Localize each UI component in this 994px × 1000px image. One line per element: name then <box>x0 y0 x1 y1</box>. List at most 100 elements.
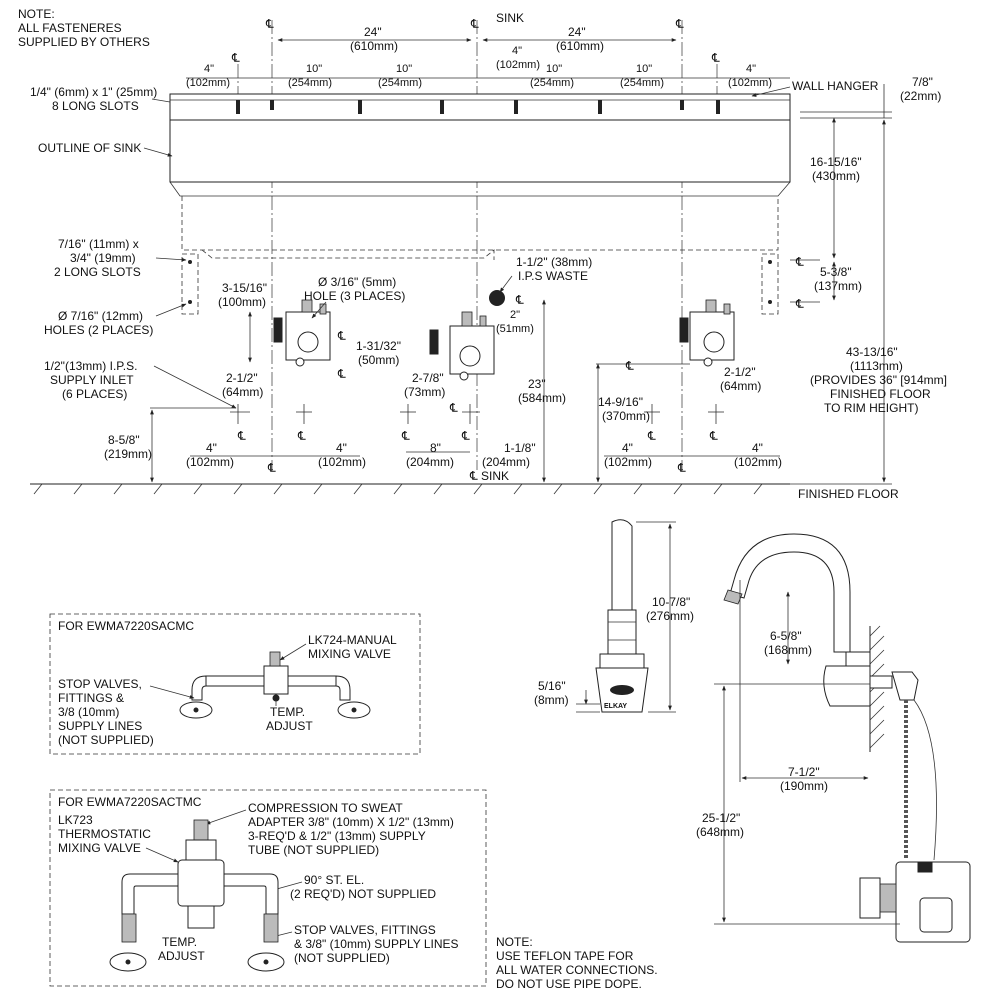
svg-text:2-1/2": 2-1/2" <box>724 365 756 379</box>
svg-text:(100mm): (100mm) <box>218 295 266 309</box>
svg-text:℄: ℄ <box>401 429 410 443</box>
svg-text:(190mm): (190mm) <box>780 779 828 793</box>
supply-inlets <box>230 404 724 424</box>
svg-text:WALL HANGER: WALL HANGER <box>792 79 879 93</box>
svg-text:& 3/8" (10mm) SUPPLY LINES: & 3/8" (10mm) SUPPLY LINES <box>294 937 459 951</box>
svg-text:COMPRESSION TO SWEAT: COMPRESSION TO SWEAT <box>248 801 403 815</box>
svg-text:8": 8" <box>430 441 441 455</box>
svg-text:(610mm): (610mm) <box>556 39 604 53</box>
svg-text:(1113mm): (1113mm) <box>850 359 903 373</box>
svg-text:5/16": 5/16" <box>538 679 566 693</box>
svg-text:℄ SINK: ℄ SINK <box>469 469 509 483</box>
svg-text:TEMP.: TEMP. <box>162 935 197 949</box>
svg-text:(204mm): (204mm) <box>482 455 530 469</box>
svg-text:5-3/8": 5-3/8" <box>820 265 852 279</box>
svg-text:4": 4" <box>752 441 763 455</box>
svg-text:(102mm): (102mm) <box>734 455 782 469</box>
svg-text:8-5/8": 8-5/8" <box>108 433 140 447</box>
svg-text:(204mm): (204mm) <box>406 455 454 469</box>
svg-text:ADJUST: ADJUST <box>266 719 313 733</box>
svg-text:(102mm): (102mm) <box>318 455 366 469</box>
svg-text:LK723: LK723 <box>58 813 93 827</box>
svg-text:1/4" (6mm) x 1" (25mm): 1/4" (6mm) x 1" (25mm) <box>30 85 157 99</box>
svg-text:(102mm): (102mm) <box>728 77 772 89</box>
svg-text:4": 4" <box>512 45 522 57</box>
svg-text:ADJUST: ADJUST <box>158 949 205 963</box>
svg-text:(102mm): (102mm) <box>186 455 234 469</box>
svg-text:I.P.S WASTE: I.P.S WASTE <box>518 269 588 283</box>
manual-mixing-valve-box: FOR EWMA7220SACMC LK724-MANUAL MIXING VA… <box>49 613 421 755</box>
svg-text:(254mm): (254mm) <box>620 77 664 89</box>
valve-body-right <box>679 299 735 367</box>
svg-text:℄: ℄ <box>337 367 346 381</box>
svg-text:14-9/16": 14-9/16" <box>598 395 643 409</box>
svg-text:(219mm): (219mm) <box>104 447 152 461</box>
faucet-side-view: 6-5/8" (168mm) 7-1/2" (190mm) 25-1/2" (6… <box>696 533 971 943</box>
svg-text:10": 10" <box>306 63 322 75</box>
svg-text:FINISHED FLOOR: FINISHED FLOOR <box>798 487 899 501</box>
svg-text:4": 4" <box>204 63 214 75</box>
svg-text:(254mm): (254mm) <box>288 77 332 89</box>
svg-text:3/4" (19mm): 3/4" (19mm) <box>70 251 136 265</box>
svg-text:℄: ℄ <box>267 461 276 475</box>
svg-text:(254mm): (254mm) <box>530 77 574 89</box>
svg-text:THERMOSTATIC: THERMOSTATIC <box>58 827 151 841</box>
svg-text:1/2"(13mm) I.P.S.: 1/2"(13mm) I.P.S. <box>44 359 137 373</box>
svg-text:10": 10" <box>636 63 652 75</box>
svg-text:Ø 7/16" (12mm): Ø 7/16" (12mm) <box>58 309 143 323</box>
svg-text:10-7/8": 10-7/8" <box>652 595 690 609</box>
svg-text:OUTLINE OF SINK: OUTLINE OF SINK <box>38 141 141 155</box>
svg-text:24": 24" <box>568 25 586 39</box>
svg-text:7/16" (11mm) x: 7/16" (11mm) x <box>58 237 139 251</box>
svg-text:(137mm): (137mm) <box>814 279 862 293</box>
svg-text:3/8 (10mm): 3/8 (10mm) <box>58 705 119 719</box>
svg-text:2": 2" <box>510 309 520 321</box>
svg-text:℄: ℄ <box>647 429 656 443</box>
svg-text:(276mm): (276mm) <box>646 609 694 623</box>
svg-text:FINISHED FLOOR: FINISHED FLOOR <box>830 387 931 401</box>
svg-text:SUPPLY LINES: SUPPLY LINES <box>58 719 142 733</box>
valve-body-center <box>429 311 495 381</box>
svg-text:(73mm): (73mm) <box>404 385 445 399</box>
bottom-note: NOTE: USE TEFLON TAPE FOR ALL WATER CONN… <box>496 935 658 991</box>
valve-body-left <box>273 299 331 367</box>
svg-text:FITTINGS &: FITTINGS & <box>58 691 124 705</box>
svg-text:(PROVIDES 36" [914mm]: (PROVIDES 36" [914mm] <box>810 373 947 387</box>
svg-text:3-REQ'D & 1/2" (13mm) SUPPLY: 3-REQ'D & 1/2" (13mm) SUPPLY <box>248 829 426 843</box>
svg-text:16-15/16": 16-15/16" <box>810 155 862 169</box>
svg-text:23": 23" <box>528 377 546 391</box>
svg-text:(610mm): (610mm) <box>350 39 398 53</box>
svg-text:(2 REQ'D) NOT SUPPLIED: (2 REQ'D) NOT SUPPLIED <box>290 887 436 901</box>
svg-text:℄: ℄ <box>337 329 346 343</box>
svg-text:TO RIM HEIGHT): TO RIM HEIGHT) <box>824 401 918 415</box>
svg-text:Ø 3/16" (5mm): Ø 3/16" (5mm) <box>318 275 396 289</box>
svg-text:(102mm): (102mm) <box>186 77 230 89</box>
ips-waste <box>489 290 505 306</box>
svg-text:(6 PLACES): (6 PLACES) <box>62 387 127 401</box>
svg-text:(102mm): (102mm) <box>496 59 540 71</box>
svg-text:FOR EWMA7220SACMC: FOR EWMA7220SACMC <box>58 619 194 633</box>
svg-text:℄: ℄ <box>297 429 306 443</box>
svg-text:2-7/8": 2-7/8" <box>412 371 444 385</box>
svg-text:(254mm): (254mm) <box>378 77 422 89</box>
svg-text:(584mm): (584mm) <box>518 391 566 405</box>
svg-text:2 LONG SLOTS: 2 LONG SLOTS <box>54 265 141 279</box>
svg-text:STOP VALVES, FITTINGS: STOP VALVES, FITTINGS <box>294 923 436 937</box>
svg-text:10": 10" <box>546 63 562 75</box>
svg-text:℄: ℄ <box>237 429 246 443</box>
svg-text:℄: ℄ <box>709 429 718 443</box>
svg-text:NOTE:: NOTE: <box>18 7 55 21</box>
svg-text:(50mm): (50mm) <box>358 353 399 367</box>
svg-text:TEMP.: TEMP. <box>270 705 305 719</box>
svg-text:(8mm): (8mm) <box>534 693 569 707</box>
front-view: ℄ ℄ ℄ SINK 24" (610mm) 24" (610mm) ℄ ℄ 4… <box>30 11 947 501</box>
svg-text:(51mm): (51mm) <box>496 323 534 335</box>
svg-text:ALL WATER CONNECTIONS.: ALL WATER CONNECTIONS. <box>496 963 658 977</box>
thermostatic-mixing-valve-box: FOR EWMA7220SACTMC LK723 THERMOSTATIC MI… <box>49 789 487 987</box>
svg-text:(430mm): (430mm) <box>812 169 860 183</box>
svg-text:1-1/8": 1-1/8" <box>504 441 536 455</box>
sink-outline <box>169 119 791 183</box>
svg-text:4": 4" <box>746 63 756 75</box>
svg-text:4": 4" <box>336 441 347 455</box>
svg-text:℄: ℄ <box>795 255 804 269</box>
